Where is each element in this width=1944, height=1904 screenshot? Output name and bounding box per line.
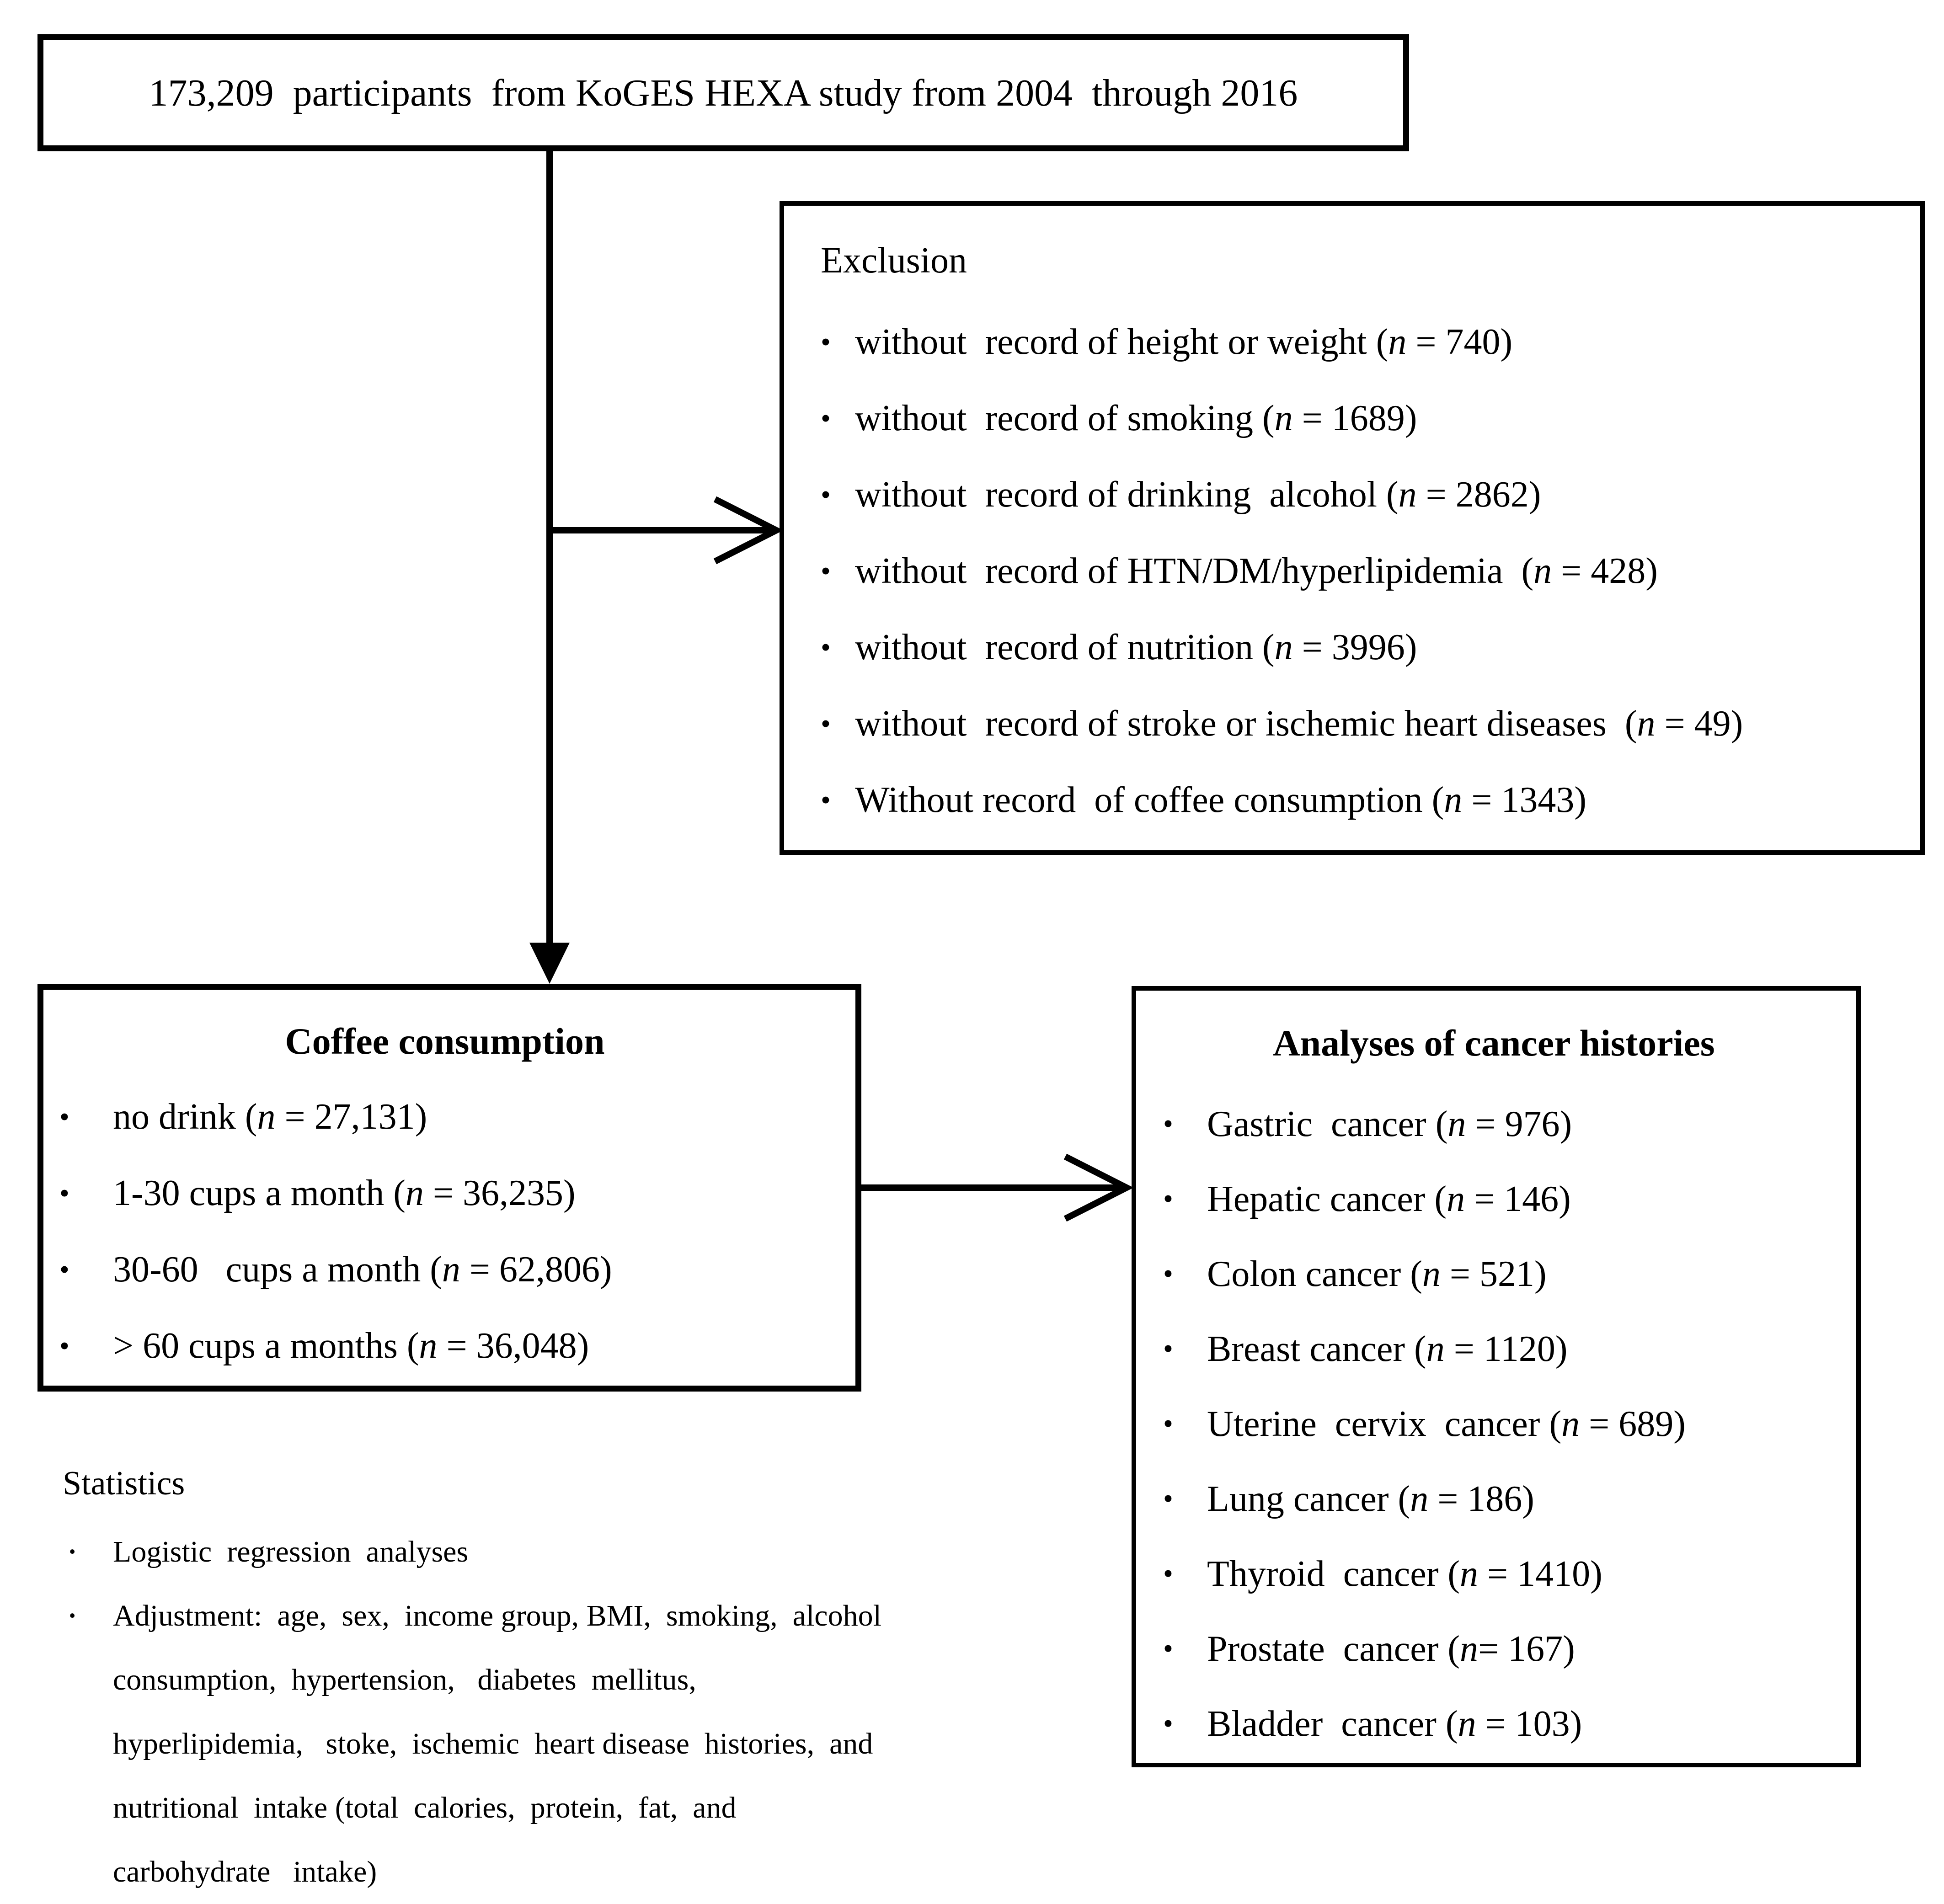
statistics-section: Statistics Logistic regression analysesA… (55, 1463, 1106, 1904)
arrowhead-right-analyses-icon (1063, 1153, 1134, 1222)
list-item: Gastric cancer (n = 976) (1163, 1087, 1852, 1162)
list-item: Adjustment: age, sex, income group, BMI,… (69, 1584, 1106, 1904)
list-item: Prostate cancer (n= 167) (1163, 1611, 1852, 1686)
list-item: without record of HTN/DM/hyperlipidemia … (821, 533, 1907, 609)
cancer-analyses-title: Analyses of cancer histories (1273, 1022, 1715, 1064)
list-item: Uterine cervix cancer (n = 689) (1163, 1387, 1852, 1461)
list-item: 1-30 cups a month (n = 36,235) (59, 1155, 846, 1232)
arrowhead-right-exclusion-icon (713, 496, 784, 565)
list-item: Hepatic cancer (n = 146) (1163, 1162, 1852, 1237)
source-population-text: 173,209 participants from KoGES HEXA stu… (149, 71, 1298, 114)
list-item: Thyroid cancer (n = 1410) (1163, 1536, 1852, 1611)
coffee-consumption-title: Coffee consumption (285, 1020, 605, 1062)
list-item: no drink (n = 27,131) (59, 1079, 846, 1155)
list-item: without record of stroke or ischemic hea… (821, 686, 1907, 762)
list-item: Colon cancer (n = 521) (1163, 1237, 1852, 1312)
exclusion-title: Exclusion (821, 240, 967, 281)
source-population-box: 173,209 participants from KoGES HEXA stu… (37, 34, 1409, 151)
list-item: Breast cancer (n = 1120) (1163, 1312, 1852, 1387)
list-item: 30-60 cups a month (n = 62,806) (59, 1232, 846, 1308)
statistics-title: Statistics (63, 1465, 185, 1502)
list-item: without record of nutrition (n = 3996) (821, 609, 1907, 686)
list-item: Lung cancer (n = 186) (1163, 1461, 1852, 1536)
arrowhead-down-icon (529, 943, 570, 984)
cancer-analyses-list: Gastric cancer (n = 976)Hepatic cancer (… (1136, 1087, 1852, 1761)
list-item: Without record of coffee consumption (n … (821, 762, 1907, 838)
coffee-consumption-box: Coffee consumption no drink (n = 27,131)… (37, 984, 861, 1392)
list-item: > 60 cups a months (n = 36,048) (59, 1308, 846, 1384)
list-item: without record of drinking alcohol (n = … (821, 457, 1907, 533)
coffee-consumption-list: no drink (n = 27,131)1-30 cups a month (… (43, 1079, 846, 1384)
list-item: Logistic regression analyses (69, 1520, 1106, 1584)
exclusion-box: Exclusion without record of height or we… (780, 201, 1925, 855)
list-item: Bladder cancer (n = 103) (1163, 1686, 1852, 1761)
cancer-analyses-box: Analyses of cancer histories Gastric can… (1132, 986, 1861, 1767)
list-item: without record of height or weight (n = … (821, 304, 1907, 380)
exclusion-list: without record of height or weight (n = … (821, 304, 1907, 838)
statistics-list: Logistic regression analysesAdjustment: … (55, 1520, 1106, 1904)
list-item: without record of smoking (n = 1689) (821, 380, 1907, 457)
